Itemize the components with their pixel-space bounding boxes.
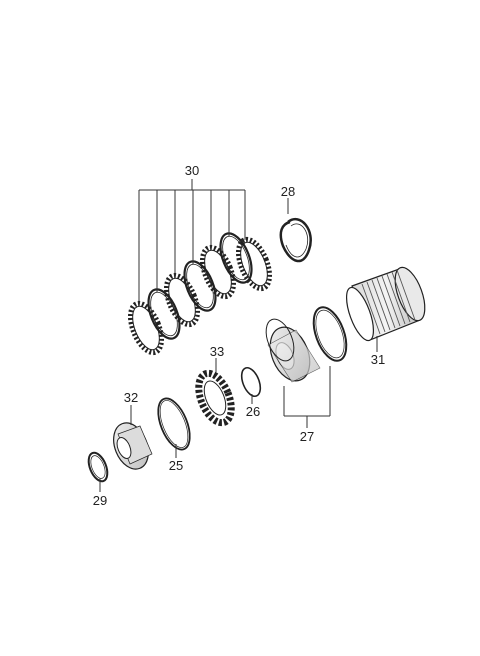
clutch-plate xyxy=(236,236,272,292)
callout-28: 28 xyxy=(281,184,295,199)
callout-31: 31 xyxy=(371,352,385,367)
callout-26: 26 xyxy=(246,404,260,419)
callout-32: 32 xyxy=(124,390,138,405)
leader-30 xyxy=(138,179,246,306)
clutch-plate xyxy=(183,260,217,312)
callout-25: 25 xyxy=(169,458,183,473)
callout-30: 30 xyxy=(185,163,199,178)
snap-ring xyxy=(279,218,312,263)
clutch-plate xyxy=(128,300,164,356)
piston-seal-ring xyxy=(312,306,348,362)
clutch-plate xyxy=(147,288,181,340)
hub xyxy=(113,422,153,470)
seal-ring xyxy=(157,397,191,451)
return-spring-retainer xyxy=(195,369,235,427)
small-snap-ring xyxy=(240,366,262,398)
clutch-plate xyxy=(164,272,200,328)
callout-29: 29 xyxy=(93,493,107,508)
clutch-plate-set xyxy=(128,232,272,356)
clutch-plate xyxy=(200,244,236,300)
clutch-plate xyxy=(219,232,253,284)
end-snap-ring xyxy=(87,451,109,483)
leader-27 xyxy=(283,366,331,428)
piston-assembly xyxy=(265,318,321,383)
callout-33: 33 xyxy=(210,344,224,359)
clutch-drum xyxy=(345,266,426,342)
callout-27: 27 xyxy=(300,429,314,444)
